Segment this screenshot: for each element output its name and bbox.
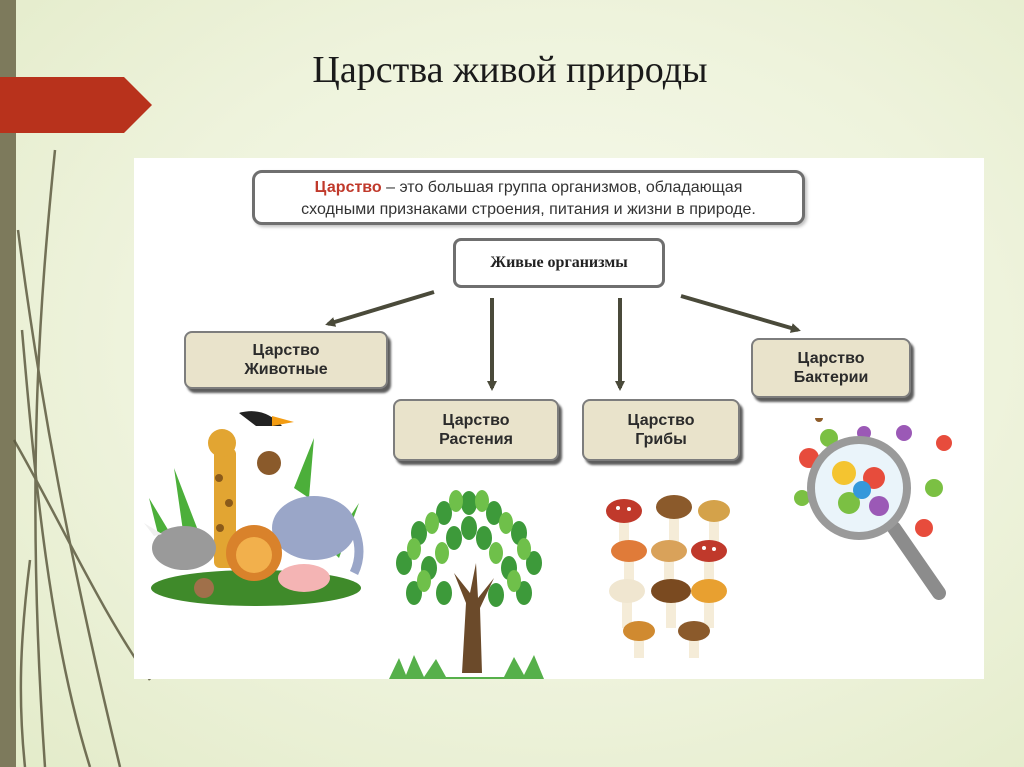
kingdom-bacteria-box: Царство Бактерии [751, 338, 911, 398]
left-side-bar [0, 0, 16, 767]
kingdom-plants-line2: Растения [439, 431, 513, 448]
kingdom-animals-line1: Царство [252, 342, 320, 359]
kingdom-bacteria-line1: Царство [797, 350, 865, 367]
kingdom-plants-line1: Царство [442, 412, 510, 429]
red-arrow-tab [0, 77, 152, 133]
definition-box: Царство – это большая группа организмов,… [252, 170, 805, 225]
definition-line-1: Царство – это большая группа организмов,… [255, 177, 802, 199]
animals-illustration [144, 411, 364, 606]
decorative-grass-lines [12, 149, 152, 767]
mushrooms-illustration [606, 495, 730, 658]
connector-arrows [325, 290, 801, 391]
kingdom-plants-box: Царство Растения [393, 399, 559, 461]
tree-illustration [389, 490, 544, 679]
definition-term: Царство [314, 179, 382, 196]
arrow-to-animals [325, 290, 435, 327]
kingdom-fungi-line1: Царство [627, 412, 695, 429]
kingdom-bacteria-line2: Бактерии [793, 369, 869, 386]
arrow-to-bacteria [680, 294, 801, 333]
living-organisms-box: Живые организмы [453, 238, 665, 288]
magnifier-bacteria-illustration [794, 418, 952, 600]
kingdom-fungi-line2: Грибы [635, 431, 687, 448]
slide-title: Царства живой природы [312, 49, 708, 91]
kingdom-animals-line2: Животные [244, 361, 328, 378]
kingdom-fungi-box: Царство Грибы [582, 399, 740, 461]
kingdom-animals-box: Царство Животные [184, 331, 388, 389]
definition-text: – это большая группа организмов, обладаю… [381, 179, 743, 196]
diagram-panel: Царство – это большая группа организмов,… [134, 158, 984, 679]
definition-line-2: сходными признаками строения, питания и … [301, 201, 756, 218]
